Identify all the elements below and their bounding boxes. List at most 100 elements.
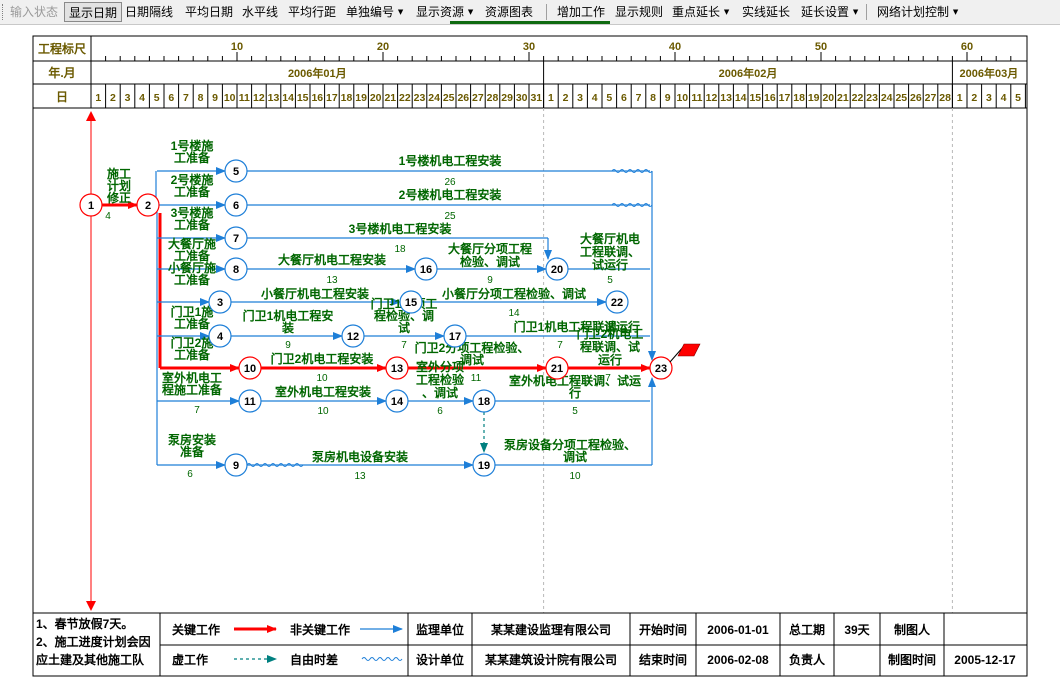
footer-info-value: 39天 [844, 623, 870, 637]
month-label: 2006年03月 [960, 66, 1019, 80]
toolbar-grip[interactable] [2, 4, 5, 20]
day-label: 10 [676, 92, 688, 104]
task-duration: 5 [607, 275, 613, 286]
task-label: 工程检验 [416, 372, 465, 387]
chevron-down-icon: ▼ [467, 8, 474, 16]
timeline-marker-arrow-down [86, 601, 96, 611]
task-label: 门卫2施 [171, 335, 214, 350]
task-label: 3号楼机电工程安装 [349, 221, 452, 236]
event-node-number: 15 [405, 297, 417, 309]
day-label: 22 [399, 92, 411, 104]
event-node-number: 23 [655, 363, 667, 375]
show-date-button[interactable]: 显示日期 [64, 2, 123, 22]
legend-virtual-label: 虚工作 [172, 652, 208, 667]
legend-free-float-label: 自由时差 [290, 652, 338, 667]
add-work-button[interactable]: 增加工作 [553, 2, 609, 22]
day-label: 10 [224, 92, 236, 104]
task-label: 小餐厅分项工程检验、调试 [442, 286, 586, 301]
task-label: 行 [568, 385, 581, 400]
individual-numbering-button[interactable]: 单独编号 ▼ [342, 2, 407, 22]
ruler-tick-label: 40 [669, 41, 681, 53]
event-node-number: 20 [551, 264, 563, 276]
ruler-tick-label: 60 [961, 41, 973, 53]
event-node [224, 453, 248, 477]
task-duration: 7 [557, 340, 563, 351]
event-node [385, 356, 409, 380]
task-label: 大餐厅分项工程 [448, 241, 532, 256]
event-node [385, 389, 409, 413]
event-node-number: 1 [88, 200, 94, 212]
ruler-tick-label: 20 [377, 41, 389, 53]
show-rules-label: 显示规则 [615, 5, 664, 19]
resource-chart-button[interactable]: 资源图表 [481, 2, 537, 22]
event-node-number: 22 [611, 297, 623, 309]
event-node [224, 193, 248, 217]
task-label: 1号楼施 [171, 138, 214, 153]
chevron-down-icon: ▼ [952, 8, 959, 16]
task-label: 工程联调、 [580, 244, 640, 259]
task-label: 小餐厅机电工程安装 [261, 286, 369, 301]
horizontal-line-button[interactable]: 水平线 [238, 2, 282, 22]
task-label: 小餐厅施 [168, 260, 216, 275]
key-extension-button[interactable]: 重点延长 ▼ [668, 2, 733, 22]
day-label: 18 [341, 92, 353, 104]
task-duration: 7 [605, 373, 611, 384]
day-label: 7 [636, 92, 642, 104]
event-node-number: 19 [478, 460, 490, 472]
task-label: 门卫2机电工 [577, 326, 644, 341]
network-plan-control-button[interactable]: 网络计划控制 ▼ [873, 2, 962, 22]
task-duration: 18 [394, 244, 406, 255]
day-label: 27 [925, 92, 937, 104]
event-node [238, 356, 262, 380]
day-label: 1 [548, 92, 554, 104]
event-node [472, 389, 496, 413]
event-node-number: 7 [233, 233, 239, 245]
show-rules-button[interactable]: 显示规则 [611, 2, 667, 22]
day-label: 25 [895, 92, 907, 104]
extension-settings-button[interactable]: 延长设置 ▼ [797, 2, 862, 22]
solid-extension-label: 实线延长 [742, 5, 791, 19]
average-row-spacing-button[interactable]: 平均行距 [284, 2, 340, 22]
task-duration: 25 [444, 211, 456, 222]
day-label: 17 [326, 92, 338, 104]
solid-extension-button[interactable]: 实线延长 [738, 2, 794, 22]
task-duration: 9 [285, 340, 291, 351]
day-label: 17 [779, 92, 791, 104]
task-label: 试 [398, 320, 410, 335]
task-label: 门卫2分项工程检验、 [415, 340, 530, 355]
toolbar-separator [866, 4, 867, 20]
chevron-down-icon: ▼ [397, 8, 404, 16]
ruler-tick-label: 10 [231, 41, 243, 53]
average-date-button[interactable]: 平均日期 [181, 2, 237, 22]
day-label: 30 [516, 92, 528, 104]
event-node [649, 356, 673, 380]
task-label: 工准备 [174, 347, 211, 362]
show-resources-button[interactable]: 显示资源 ▼ [412, 2, 477, 22]
day-label: 9 [665, 92, 671, 104]
horizontal-line-label: 水平线 [242, 5, 279, 19]
task-duration: 9 [487, 275, 493, 286]
day-label: 19 [355, 92, 367, 104]
day-label: 28 [487, 92, 499, 104]
footer-info-label: 制图人 [894, 622, 931, 637]
input-state-label: 输入状态 [10, 5, 59, 19]
input-state-button[interactable]: 输入状态 [6, 2, 62, 22]
date-gridline-button[interactable]: 日期隔线 [121, 2, 177, 22]
day-label: 23 [866, 92, 878, 104]
task-label: 程联调、试 [580, 339, 640, 354]
task-label: 试运行 [592, 257, 628, 272]
day-label: 5 [1015, 92, 1021, 104]
event-node [224, 257, 248, 281]
task-duration: 5 [572, 406, 578, 417]
day-label: 28 [939, 92, 951, 104]
network-plan-control-label: 网络计划控制 [877, 5, 950, 19]
task-label: 2号楼机电工程安装 [399, 187, 502, 202]
day-label: 24 [881, 92, 893, 104]
task-label: 工准备 [174, 150, 211, 165]
footer-note: 应土建及其他施工队 [36, 652, 145, 667]
day-label: 12 [253, 92, 265, 104]
day-label: 3 [577, 92, 583, 104]
